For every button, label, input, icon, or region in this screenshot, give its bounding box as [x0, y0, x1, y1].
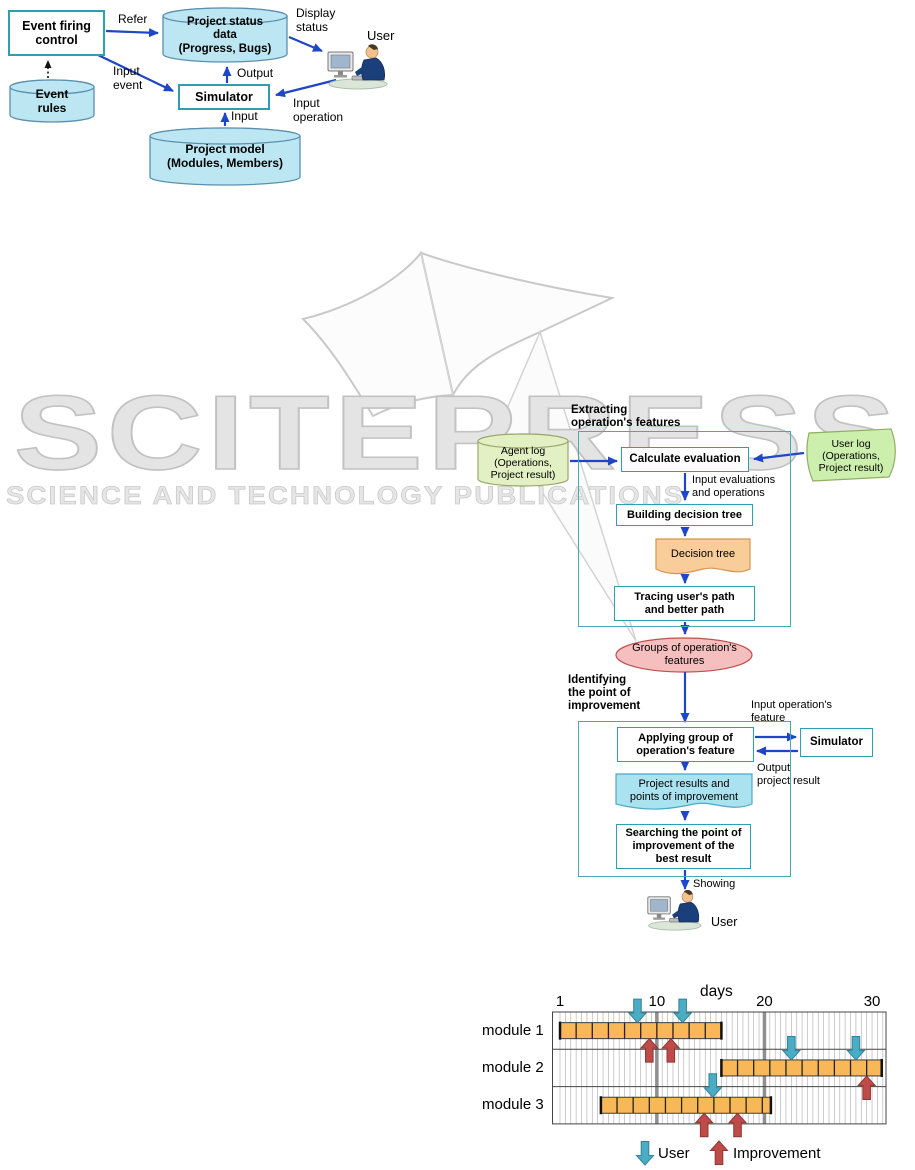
user-log-shape: [806, 428, 896, 482]
figure1-arrows: [97, 28, 337, 126]
gantt-chart: 1 10 20 30: [552, 993, 887, 1166]
agent-log-label: Agent log (Operations, Project result): [490, 444, 556, 482]
watermark-wordmark: SCITEPRESS: [13, 374, 900, 493]
module-3-label: module 3: [482, 1096, 544, 1113]
simulator2-box: Simulator: [800, 728, 873, 757]
simulator-box: Simulator: [178, 84, 270, 110]
project-results-label: Project results and points of improvemen…: [629, 778, 739, 803]
module-2-label: module 2: [482, 1059, 544, 1076]
figure2-arrows: [570, 451, 805, 890]
input-operation-feature-label: Input operation's feature: [751, 699, 832, 725]
svg-text:1: 1: [556, 993, 564, 1010]
user-icon: [327, 43, 388, 90]
user-label: User: [367, 28, 395, 43]
applying-box: Applying group of operation's feature: [617, 727, 754, 762]
legend-user-label: User: [658, 1145, 690, 1162]
project-model-cylinder: [149, 127, 301, 186]
project-results-shape: [615, 773, 753, 810]
svg-text:SCIENCE AND TECHNOLOGY PUBLICA: SCIENCE AND TECHNOLOGY PUBLICATIONS: [6, 481, 684, 509]
groups-label: Groups of operation's features: [632, 642, 737, 667]
project-status-label: Project status data (Progress, Bugs): [178, 16, 272, 55]
input-evaluations-label: Input evaluations and operations: [692, 474, 776, 500]
svg-text:10: 10: [648, 993, 665, 1010]
building-decision-tree-box: Building decision tree: [616, 504, 753, 526]
legend-improvement-label: Improvement: [733, 1145, 821, 1162]
watermark-tagline: SCIENCE AND TECHNOLOGY PUBLICATIONS: [6, 481, 684, 510]
user-log-label: User log (Operations, Project result): [818, 437, 884, 475]
calculate-evaluation-box: Calculate evaluation: [621, 447, 749, 472]
event-firing-control-box: Event firing control: [8, 10, 105, 56]
output-label: Output: [237, 66, 274, 80]
searching-box: Searching the point of improvement of th…: [616, 824, 751, 869]
tracing-box: Tracing user's path and better path: [614, 586, 755, 621]
days-label: days: [700, 983, 733, 1000]
module-1-label: module 1: [482, 1022, 544, 1039]
event-rules-cylinder: [9, 79, 95, 123]
input-event-label: Input event: [113, 64, 143, 93]
output-project-result-label: Output project result: [757, 762, 820, 788]
project-status-cylinder: [162, 7, 288, 63]
input-operation-label: Input operation: [293, 96, 344, 125]
heading-identifying: Identifying the point of improvement: [568, 674, 641, 713]
agent-log-cylinder: [477, 433, 569, 487]
svg-text:SCITEPRESS: SCITEPRESS: [14, 374, 900, 491]
showing-label: Showing: [693, 878, 736, 890]
event-rules-label: Event rules: [35, 87, 69, 115]
project-model-label: Project model (Modules, Members): [166, 142, 283, 170]
svg-text:30: 30: [864, 993, 881, 1010]
user-label-bottom: User: [711, 915, 738, 929]
refer-label: Refer: [118, 12, 148, 26]
input-label: Input: [231, 109, 258, 123]
decision-tree-label: Decision tree: [670, 547, 736, 560]
heading-extracting: Extracting operation's features: [571, 404, 681, 430]
decision-tree-shape: [655, 538, 751, 575]
user-icon: [647, 889, 702, 931]
display-status-label: Display status: [296, 6, 336, 35]
scitepress-logo: [301, 250, 637, 642]
svg-text:20: 20: [756, 993, 773, 1010]
